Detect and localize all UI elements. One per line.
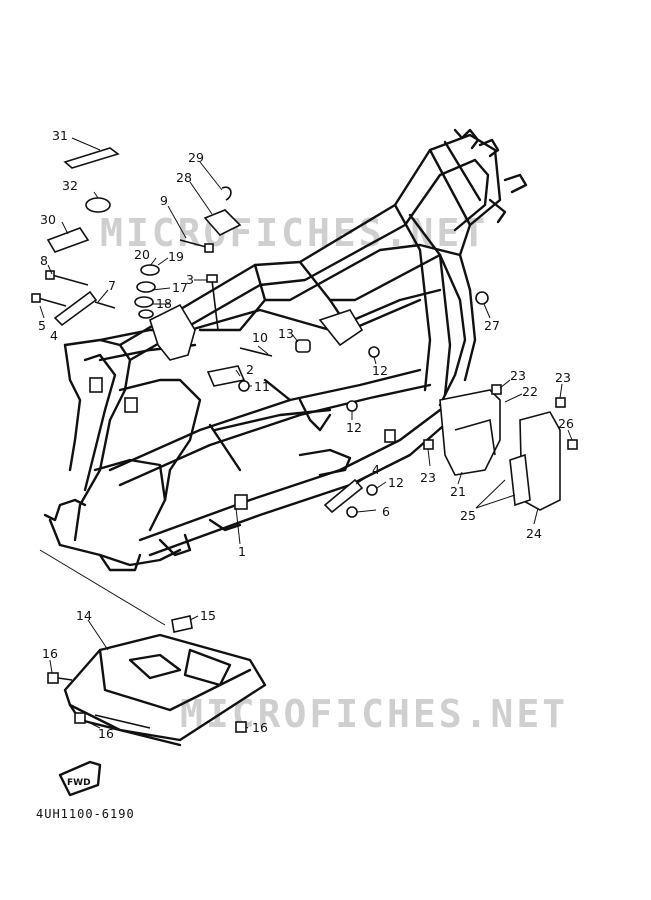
leader-lines xyxy=(39,137,573,729)
callout-8: 8 xyxy=(40,253,48,268)
callout-20: 20 xyxy=(134,247,150,262)
callout-17: 17 xyxy=(172,280,188,295)
skid-plate-drawing xyxy=(39,549,267,747)
callout-2: 2 xyxy=(246,362,254,377)
svg-text:FWD: FWD xyxy=(67,778,91,788)
callout-5: 5 xyxy=(38,318,46,333)
loose-parts xyxy=(31,147,578,518)
callout-23-c: 23 xyxy=(420,470,436,485)
fwd-arrow-icon: FWD xyxy=(58,760,102,797)
callout-26: 26 xyxy=(558,416,574,431)
callout-29: 29 xyxy=(188,150,204,165)
callout-11: 11 xyxy=(254,379,270,394)
callout-7: 7 xyxy=(108,278,116,293)
callout-6: 6 xyxy=(382,504,390,519)
callout-3: 3 xyxy=(186,272,194,287)
callout-18: 18 xyxy=(156,296,172,311)
callout-22: 22 xyxy=(522,384,538,399)
callout-16-a: 16 xyxy=(42,646,58,661)
callout-9: 9 xyxy=(160,193,168,208)
callout-28: 28 xyxy=(176,170,192,185)
callout-4-lower: 4 xyxy=(372,462,380,477)
callout-31: 31 xyxy=(52,128,68,143)
callout-23-b: 23 xyxy=(555,370,571,385)
callout-19: 19 xyxy=(168,249,184,264)
callout-12-b: 12 xyxy=(346,420,362,435)
callout-25: 25 xyxy=(460,508,476,523)
diagram-code: 4UH1100-6190 xyxy=(36,807,135,821)
callout-13: 13 xyxy=(278,326,294,341)
callout-21: 21 xyxy=(450,484,466,499)
callout-4-upper: 4 xyxy=(50,328,58,343)
callout-16-b: 16 xyxy=(98,726,114,741)
callout-15: 15 xyxy=(200,608,216,623)
callout-30: 30 xyxy=(40,212,56,227)
callout-27: 27 xyxy=(484,318,500,333)
callout-1: 1 xyxy=(238,544,246,559)
main-frame-drawing xyxy=(43,128,528,572)
watermark-top: MICROFICHES.NET xyxy=(100,211,488,255)
callout-24: 24 xyxy=(526,526,542,541)
callout-14: 14 xyxy=(76,608,92,623)
callout-32: 32 xyxy=(62,178,78,193)
callout-12-a: 12 xyxy=(372,363,388,378)
callout-16-c: 16 xyxy=(252,720,268,735)
callout-numbers: 31 32 30 29 28 9 8 20 19 7 17 18 3 5 4 1… xyxy=(38,128,574,741)
callout-12-c: 12 xyxy=(388,475,404,490)
callout-23-a: 23 xyxy=(510,368,526,383)
callout-10: 10 xyxy=(252,330,268,345)
